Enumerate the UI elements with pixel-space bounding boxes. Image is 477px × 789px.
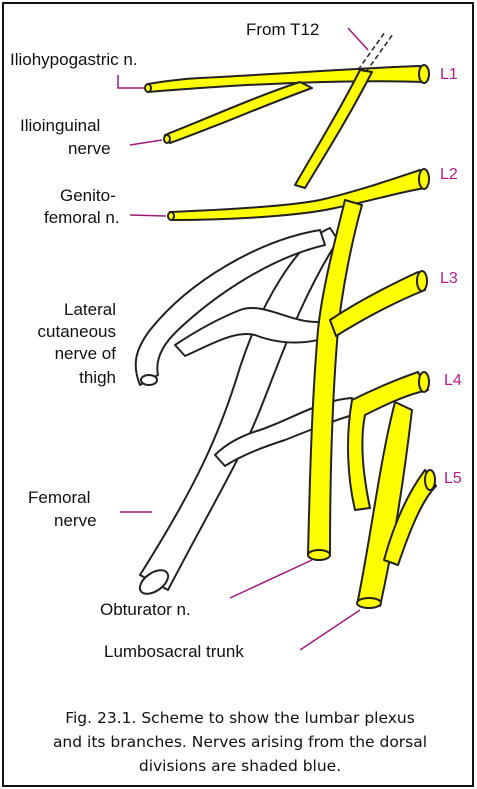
root-label-l3: L3	[440, 270, 458, 288]
lateral-cutaneous-end	[141, 375, 157, 385]
label-femoral-1: Femoral	[28, 488, 90, 508]
lumbosacral-trunk-end	[357, 598, 381, 608]
genitofemoral-end	[168, 212, 174, 220]
label-lateral-cutaneous-1: Lateral	[10, 300, 116, 320]
l3-root-end	[417, 271, 427, 291]
label-ilioinguinal-1: Ilioinguinal	[20, 116, 100, 136]
l1-root-end	[419, 65, 429, 83]
root-label-l1: L1	[440, 66, 458, 84]
l2-root	[170, 170, 425, 220]
label-lateral-cutaneous-4: thigh	[10, 368, 116, 388]
label-ilioinguinal-2: nerve	[68, 139, 111, 159]
root-label-l4: L4	[444, 372, 462, 390]
obturator-nerve-end	[308, 550, 330, 560]
label-femoral-2: nerve	[54, 511, 97, 531]
iliohypogastric-end	[145, 84, 151, 92]
label-lateral-cutaneous-3: nerve of	[10, 344, 116, 364]
label-from-t12: From T12	[246, 20, 319, 40]
l5-root-end	[425, 470, 435, 490]
ilioinguinal-end	[164, 135, 170, 143]
label-lumbosacral: Lumbosacral trunk	[104, 642, 244, 662]
label-lateral-cutaneous-2: cutaneous	[10, 322, 116, 342]
caption-line-1: Fig. 23.1. Scheme to show the lumbar ple…	[10, 706, 470, 730]
ilioinguinal-nerve	[165, 82, 312, 143]
caption-line-3: divisions are shaded blue.	[10, 754, 470, 778]
l2-root-end	[419, 169, 429, 189]
caption-line-2: and its branches. Nerves arising from th…	[10, 730, 470, 754]
root-label-l2: L2	[440, 166, 458, 184]
label-iliohypogastric: Iliohypogastric n.	[10, 50, 138, 70]
figure-caption: Fig. 23.1. Scheme to show the lumbar ple…	[10, 706, 470, 778]
label-genitofemoral-1: Genito-	[60, 186, 116, 206]
root-label-l5: L5	[444, 470, 462, 488]
t12-dashed-line	[358, 32, 393, 72]
label-genitofemoral-2: femoral n.	[44, 208, 120, 228]
label-obturator: Obturator n.	[100, 600, 191, 620]
l4-root-end	[419, 372, 429, 392]
